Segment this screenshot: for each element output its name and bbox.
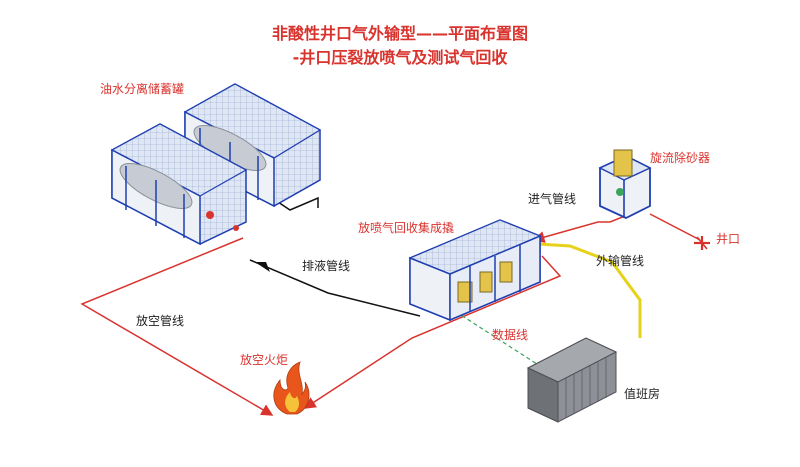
drain-pipe [249,259,421,317]
label-drain-line: 排液管线 [302,259,351,273]
vent-pipe-skid-to-flare [303,255,562,409]
label-duty-room: 值班房 [624,387,661,401]
vent-pipe-tank-to-flare [80,237,274,416]
label-flare: 放空火炬 [240,353,289,367]
label-inlet-line: 进气管线 [528,192,577,206]
label-desander: 旋流除砂器 [650,151,711,165]
cyclone-desander [598,149,652,219]
duty-room-building [526,337,618,423]
export-pipe [537,242,642,338]
drain-pipe-tank-link [274,196,319,211]
label-vent-line: 放空管线 [136,314,185,328]
diagram-title-line2: -井口压裂放喷气及测试气回收 [292,48,508,67]
diagram-title-line1: 非酸性井口气外输型——平面布置图 [271,24,528,43]
data-line [449,307,541,367]
storage-tank-skid-front [110,123,248,246]
inlet-pipe [532,211,636,243]
label-recovery-skid: 放喷气回收集成撬 [358,221,455,235]
wellhead-valve-icon [694,236,710,250]
recovery-integrated-skid [408,219,542,322]
flame-icon [273,361,310,415]
label-storage-tanks: 油水分离储蓄罐 [100,82,185,96]
label-wellhead: 井口 [716,232,741,246]
label-export-line: 外输管线 [596,254,645,268]
label-data-line: 数据线 [492,328,529,342]
arrow-head-icon [255,262,270,272]
wellhead-pipe [649,213,701,241]
